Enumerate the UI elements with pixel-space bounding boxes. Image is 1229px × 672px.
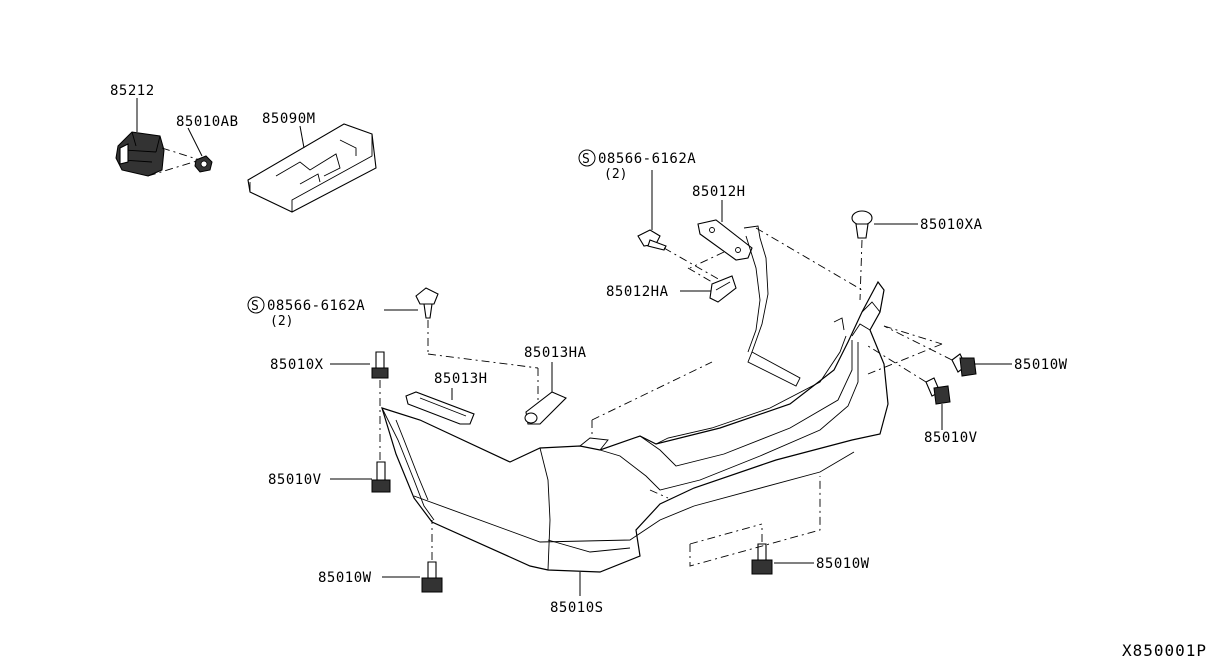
part-85010X-bolt[interactable] — [371, 351, 389, 379]
callout-85010W-bottom[interactable]: 85010W — [816, 556, 870, 572]
svg-text:S: S — [582, 152, 590, 167]
callout-85013HA[interactable]: 85013HA — [524, 345, 587, 361]
part-85012H-bracket[interactable] — [697, 219, 753, 261]
dash-85010W-right — [883, 325, 953, 361]
part-85010W-clip-right[interactable] — [951, 353, 977, 377]
part-85010W-clip-bottom[interactable] — [751, 543, 773, 575]
callout-85010AB[interactable]: 85010AB — [176, 114, 239, 130]
callout-85010S[interactable]: 85010S — [550, 600, 604, 616]
callout-85212[interactable]: 85212 — [110, 83, 155, 99]
callout-85012H[interactable]: 85012H — [692, 184, 746, 200]
callout-08566-6162A-top[interactable]: 08566-6162A — [598, 151, 696, 167]
callout-85010X[interactable]: 85010X — [270, 357, 324, 373]
screw-symbol-left: S — [247, 296, 265, 314]
part-85010XA-clip[interactable] — [851, 210, 873, 239]
part-85010AB-nut[interactable] — [194, 155, 213, 173]
svg-text:S: S — [251, 299, 259, 314]
assembly-lines — [537, 227, 943, 567]
qty-08566-left: (2) — [270, 314, 293, 329]
part-85010S-bumper-fascia[interactable] — [381, 225, 889, 573]
part-85010W-clip-left[interactable] — [421, 561, 443, 593]
part-85090M-cover[interactable] — [247, 123, 377, 213]
part-85212-sensor[interactable] — [115, 131, 201, 177]
callout-08566-6162A-left[interactable]: 08566-6162A — [267, 298, 365, 314]
part-85012HA-bracket[interactable] — [709, 275, 737, 303]
part-85013H-bracket[interactable] — [405, 391, 475, 425]
callout-85012HA[interactable]: 85012HA — [606, 284, 669, 300]
callout-85010V-right[interactable]: 85010V — [924, 430, 978, 446]
part-85013HA-bracket[interactable] — [524, 391, 567, 425]
screw-symbol-top: S — [578, 149, 596, 167]
callout-85013H[interactable]: 85013H — [434, 371, 488, 387]
dash-screw-top — [663, 247, 721, 281]
part-85010V-bolt-left[interactable] — [371, 461, 391, 493]
dash-85010XA — [859, 239, 863, 301]
callout-85010W-right[interactable]: 85010W — [1014, 357, 1068, 373]
dash-screw-left-2 — [427, 353, 539, 369]
leader-85090M — [299, 125, 305, 149]
qty-08566-top: (2) — [604, 167, 627, 182]
dash-85010V-right — [867, 345, 927, 383]
part-85010V-bolt-right[interactable] — [925, 377, 951, 405]
leader-85010AB — [187, 127, 203, 157]
part-08566-screw-left[interactable] — [415, 287, 439, 319]
dash-85012H — [689, 251, 725, 269]
diagram-id-code: X850001P — [1122, 641, 1207, 660]
callout-85090M[interactable]: 85090M — [262, 111, 316, 127]
callout-85010W-left[interactable]: 85010W — [318, 570, 372, 586]
callout-85010XA[interactable]: 85010XA — [920, 217, 983, 233]
callout-85010V-left[interactable]: 85010V — [268, 472, 322, 488]
part-08566-screw-top[interactable] — [637, 229, 667, 251]
